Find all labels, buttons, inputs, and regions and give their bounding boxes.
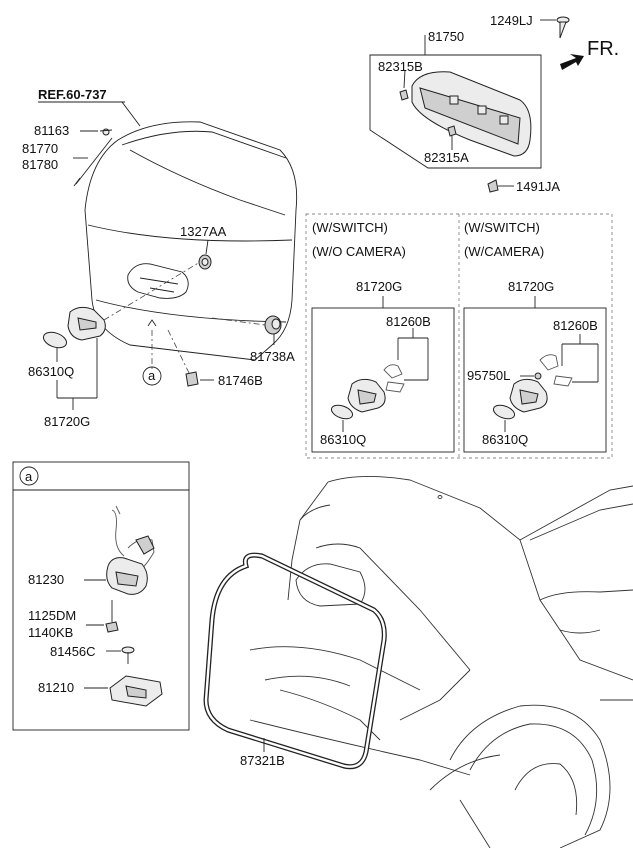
box2-part-81720g-label: 81720G [508, 279, 554, 294]
part-1140kb-label: 1140KB [28, 625, 73, 640]
front-direction-label: FR. [587, 38, 619, 60]
bolt-1249lj [540, 16, 570, 39]
part-87321b-label: 87321B [240, 753, 285, 768]
box1-heading-1: (W/SWITCH) [312, 220, 388, 235]
option-frame [305, 213, 613, 459]
box1-part-86310q-label: 86310Q [320, 432, 366, 447]
clip-82315b [399, 69, 409, 101]
box1-heading-2: (W/O CAMERA) [312, 244, 406, 259]
bracket-81210 [84, 675, 163, 707]
latch-81230 [84, 505, 155, 595]
box2-part-95750l-label: 95750L [467, 368, 510, 383]
grommet-1327aa [198, 239, 212, 270]
leader-dash-1 [103, 261, 201, 321]
part-81738a-label: 81738A [250, 349, 295, 364]
part-81720g-label: 81720G [44, 414, 90, 429]
part-81770-label: 81770 [22, 141, 58, 156]
box2-part-86310q-label: 86310Q [482, 432, 528, 447]
detail-a-label: a [25, 469, 33, 484]
box2-heading-1: (W/SWITCH) [464, 220, 540, 235]
weatherstrip-87321b [203, 552, 387, 770]
part-1327aa-label: 1327AA [180, 224, 227, 239]
clip-82315a [447, 125, 457, 150]
bumper-81738a [264, 315, 282, 345]
module-81750 [369, 35, 542, 169]
box1-assembly [311, 296, 455, 453]
callout-a-marker [142, 366, 162, 386]
front-arrow-icon [560, 54, 584, 70]
leader-dash-4 [211, 317, 266, 326]
part-82315b-label: 82315B [378, 59, 423, 74]
ref-label: REF.60-737 [38, 87, 107, 102]
tailgate-panel [84, 121, 298, 361]
box2-heading-2: (W/CAMERA) [464, 244, 544, 259]
gas-strut [73, 128, 113, 187]
part-81230-label: 81230 [28, 572, 64, 587]
part-1125dm-label: 1125DM [28, 608, 76, 623]
part-82315a-label: 82315A [424, 150, 469, 165]
leader-dash-3 [167, 329, 191, 376]
bolt-1125dm [86, 600, 119, 633]
box2-assembly [463, 296, 607, 453]
box2-part-81260b-label: 81260B [553, 318, 598, 333]
bolt-81456c [106, 646, 135, 664]
handle-assembly-left [42, 306, 106, 410]
arrow-up-icon [147, 319, 157, 327]
vehicle-body [249, 476, 633, 848]
part-81746b-label: 81746B [218, 373, 263, 388]
part-1249lj-label: 1249LJ [490, 13, 533, 28]
box1-part-81720g-label: 81720G [356, 279, 402, 294]
part-86310q-label: 86310Q [28, 364, 74, 379]
part-81210-label: 81210 [38, 680, 74, 695]
part-81456c-label: 81456C [50, 644, 96, 659]
detail-a-frame [12, 461, 190, 731]
clip-1491ja [487, 179, 514, 193]
box1-part-81260b-label: 81260B [386, 314, 431, 329]
part-1491ja-label: 1491JA [516, 179, 560, 194]
part-81163-label: 81163 [34, 123, 69, 138]
ref-leader [121, 101, 141, 127]
part-81780-label: 81780 [22, 157, 58, 172]
part-81750-label: 81750 [428, 29, 464, 44]
screw-81746b [185, 371, 214, 387]
callout-a-label: a [148, 368, 156, 383]
